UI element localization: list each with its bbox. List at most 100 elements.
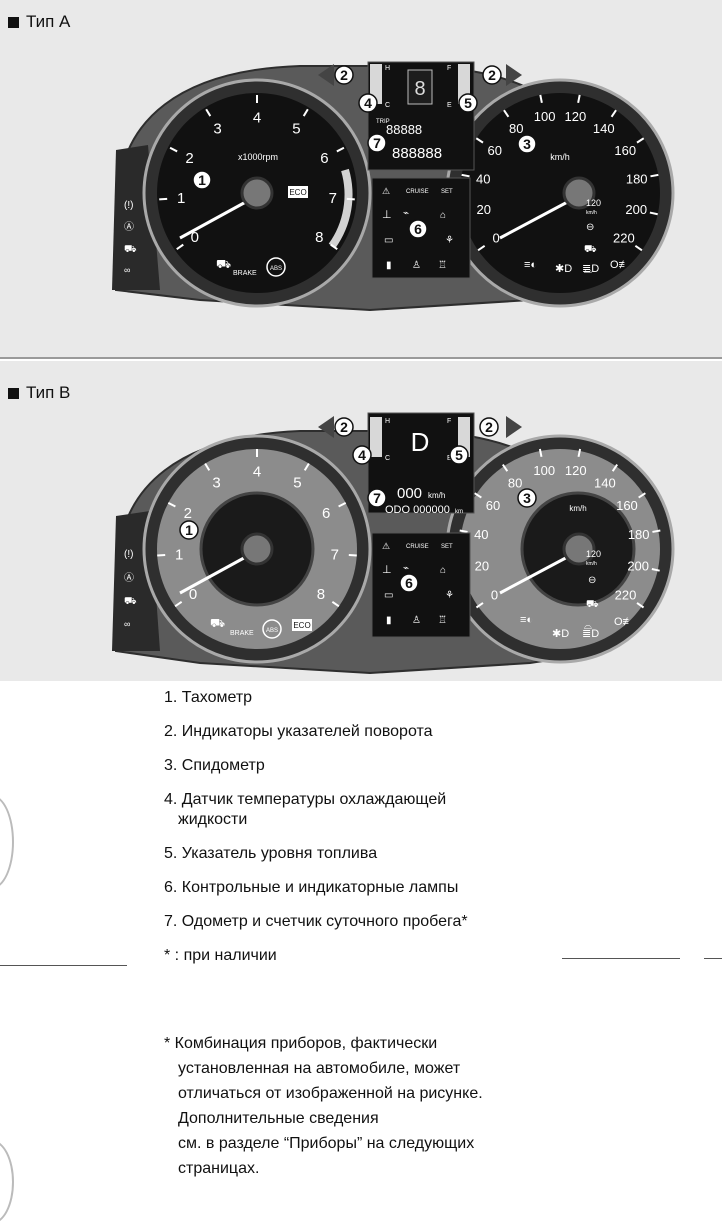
dial-tick-label: 140 [593, 121, 615, 136]
callout-badge [358, 93, 378, 113]
dial-tick [651, 568, 660, 572]
dial-tick-label: 4 [253, 463, 261, 480]
dial-tick-label: 120 [565, 109, 587, 124]
speedo-unit-label: km/h [550, 152, 570, 162]
speed-hub [562, 532, 596, 566]
dial-tick-label: 0 [491, 587, 498, 602]
dial-tick-label: 3 [212, 475, 220, 492]
dial-tick [477, 244, 486, 252]
note-line: Дополнительные сведения [178, 1110, 379, 1127]
dial-tick-label: 180 [628, 527, 650, 542]
speedo-unit-label: km/h [569, 504, 586, 513]
fuel-icon: ▮ [386, 260, 392, 271]
tpms-icon: (!) [124, 200, 133, 211]
dial-tick [303, 462, 310, 471]
oil-pressure-icon: ⌁ [403, 563, 409, 574]
dial-tick-label: 220 [615, 587, 637, 602]
dial-tick-label: 100 [534, 109, 556, 124]
dial-tick-label: 6 [320, 150, 328, 167]
abs-icon [262, 619, 282, 639]
speed-limit-unit: km/h [586, 210, 597, 216]
fuel-e-label: E [447, 102, 452, 109]
dial-tick-label: 0 [492, 230, 499, 245]
divider-left [0, 965, 127, 966]
dial-tick-label: 120 [565, 463, 587, 478]
dial-tick [636, 602, 645, 609]
dial-tick [348, 554, 357, 557]
abs-icon [266, 257, 286, 277]
indicator-panel [371, 532, 471, 638]
speed-hub [562, 176, 596, 210]
airbag-icon: ⚘ [445, 235, 454, 246]
engine-check-icon: ⌂ [440, 565, 446, 576]
dial-tick [539, 94, 543, 104]
dial-tick-label: 60 [487, 143, 501, 158]
bullet-square-icon [8, 16, 19, 28]
fuel-e-label: E [447, 455, 452, 462]
dial-tick-label: 6 [322, 505, 330, 522]
callout-number: 2 [340, 67, 348, 83]
type-b-header: Тип B [8, 383, 70, 403]
gear-indicator: D [411, 427, 430, 457]
tpms-icon: (!) [124, 549, 133, 560]
speed-needle [499, 551, 576, 595]
dial-tick [330, 243, 338, 251]
dial-tick-label: 20 [475, 559, 489, 574]
dial-tick [336, 146, 345, 153]
dial-tick [503, 109, 510, 118]
legend-item-continued: жидкости [164, 810, 704, 830]
car-icon: ⛟ [586, 599, 599, 610]
temp-h-label: H [385, 65, 390, 72]
callout-number: 4 [358, 447, 366, 463]
type-a-header: Тип A [8, 12, 70, 32]
callout-badge [408, 219, 428, 239]
dial-tick-label: 100 [533, 463, 555, 478]
callout-number: 6 [414, 221, 422, 237]
rear-fog-icon: O≢ [610, 259, 630, 271]
left-turn-signal-icon [318, 64, 334, 86]
callout-number: 5 [464, 95, 472, 111]
callout-number: 1 [198, 172, 206, 188]
dial-tick [611, 463, 618, 472]
temp-c-label: C [385, 102, 390, 109]
callout-badge [334, 65, 354, 85]
dial-tick-label: 140 [594, 475, 616, 490]
type-b-header-text: Тип B [26, 383, 71, 402]
dial-tick [475, 137, 484, 144]
dial-tick [159, 197, 168, 201]
dial-tick-label: 80 [508, 475, 522, 490]
callout-number: 1 [185, 522, 193, 538]
note-line: см. в разделе “Приборы” на следующих [178, 1135, 475, 1152]
dial-tick [174, 600, 183, 608]
right-turn-signal-icon [506, 64, 522, 86]
high-beam-icon: ≣D [582, 263, 599, 275]
bullet-square-icon [8, 387, 19, 399]
legend-item: 7. Одометр и счетчик суточного пробега* [164, 913, 468, 930]
dial-tick [475, 602, 484, 609]
odometer-readout: ODO 000000 [385, 504, 450, 516]
brake-label: BRAKE [233, 270, 257, 277]
callout-number: 3 [523, 490, 531, 506]
steering-icon: Ⓐ [124, 572, 134, 584]
dial-tick [205, 108, 212, 117]
trip-label: TRIP [376, 119, 390, 125]
tach-unit-label: x1000rpm [238, 152, 278, 162]
dial-tick [474, 492, 482, 499]
engine-check-icon: ⌂ [440, 210, 446, 221]
front-fog-icon: ✱D [552, 628, 569, 640]
dial-tick [204, 462, 211, 471]
front-fog-icon: ✱D [555, 263, 572, 275]
oil-pressure-icon: ⌁ [403, 208, 409, 219]
door-open-icon: ⛟ [216, 257, 231, 271]
page-edge-arc [0, 1140, 14, 1224]
dial-tick [302, 108, 309, 117]
left-turn-signal-icon [318, 416, 334, 438]
speed-limit-unit: km/h [586, 561, 597, 567]
eco-label: ECO [289, 188, 306, 197]
dial-tick-label: 0 [191, 229, 199, 246]
key-icon: ⊖ [588, 575, 596, 586]
temp-h-label: H [385, 418, 390, 425]
callout-number: 3 [523, 136, 531, 152]
